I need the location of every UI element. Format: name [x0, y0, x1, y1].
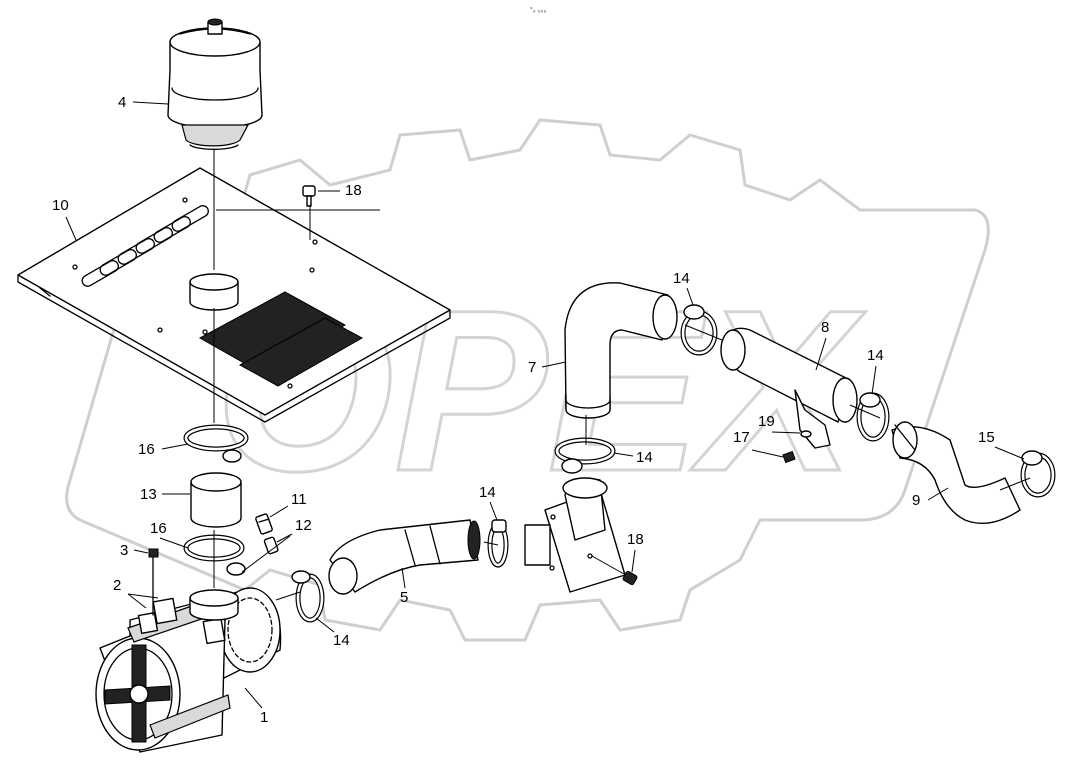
callout-19: 19 — [758, 413, 775, 430]
callout-13: 13 — [140, 486, 157, 503]
callout-15: 15 — [978, 429, 995, 446]
diagram-header-code: °₀ ₀₀₀ — [530, 6, 546, 14]
hose-clamp-14-a — [291, 570, 325, 623]
callout-11: 11 — [291, 491, 307, 508]
callout-16-lower: 16 — [150, 520, 167, 537]
screw-17 — [782, 450, 796, 464]
fitting-12 — [263, 536, 279, 555]
callout-18-upper: 18 — [345, 182, 362, 199]
hose-clamp-14-c — [680, 304, 718, 356]
callout-17: 17 — [733, 429, 750, 446]
callout-14-c: 14 — [673, 270, 690, 287]
hose-clamp-14-e — [554, 437, 616, 474]
callout-5: 5 — [400, 589, 408, 606]
callout-14-e: 14 — [636, 449, 653, 466]
callout-14-b: 14 — [479, 484, 496, 501]
hose-5 — [328, 519, 481, 595]
callout-16-upper: 16 — [138, 441, 155, 458]
bolt-18-upper — [302, 185, 316, 207]
callouts: 4 10 18 16 13 11 12 16 3 2 1 14 5 14 7 1 — [52, 94, 1025, 726]
callout-12: 12 — [295, 517, 312, 534]
air-filter-housing — [95, 587, 282, 753]
hose-8 — [720, 327, 858, 449]
callout-7: 7 — [528, 359, 536, 376]
hose-clamp-upper — [183, 424, 249, 463]
callout-14-a: 14 — [333, 632, 350, 649]
pre-cleaner — [167, 18, 263, 150]
callout-3: 3 — [120, 542, 128, 559]
callout-2: 2 — [113, 577, 121, 594]
callout-1: 1 — [260, 709, 268, 726]
hose-clamp-15 — [1020, 450, 1056, 498]
hose-9 — [891, 421, 1021, 524]
washer-19 — [800, 430, 812, 438]
hood-mounting-holes — [72, 197, 318, 389]
callout-8: 8 — [821, 319, 829, 336]
elbow-hose-7 — [564, 282, 678, 419]
bolt-18-lower — [591, 555, 638, 586]
fitting-11 — [255, 513, 273, 535]
callout-14-d: 14 — [867, 347, 884, 364]
hose-clamp-14-b — [487, 519, 509, 568]
callout-4: 4 — [118, 94, 126, 111]
hood-panel — [17, 167, 451, 423]
callout-9: 9 — [912, 492, 920, 509]
hood-intake-stub — [189, 273, 239, 311]
hose-clamp-14-d — [856, 392, 890, 442]
elbow-adaptor — [524, 477, 626, 593]
assembly-axes — [213, 150, 1031, 601]
callout-18-lower: 18 — [627, 531, 644, 548]
hood-vent-slots — [81, 205, 209, 287]
connecting-sleeve — [190, 472, 242, 528]
hood-mesh-grille — [198, 291, 364, 387]
callout-10: 10 — [52, 197, 69, 214]
bolt-3 — [148, 548, 159, 616]
